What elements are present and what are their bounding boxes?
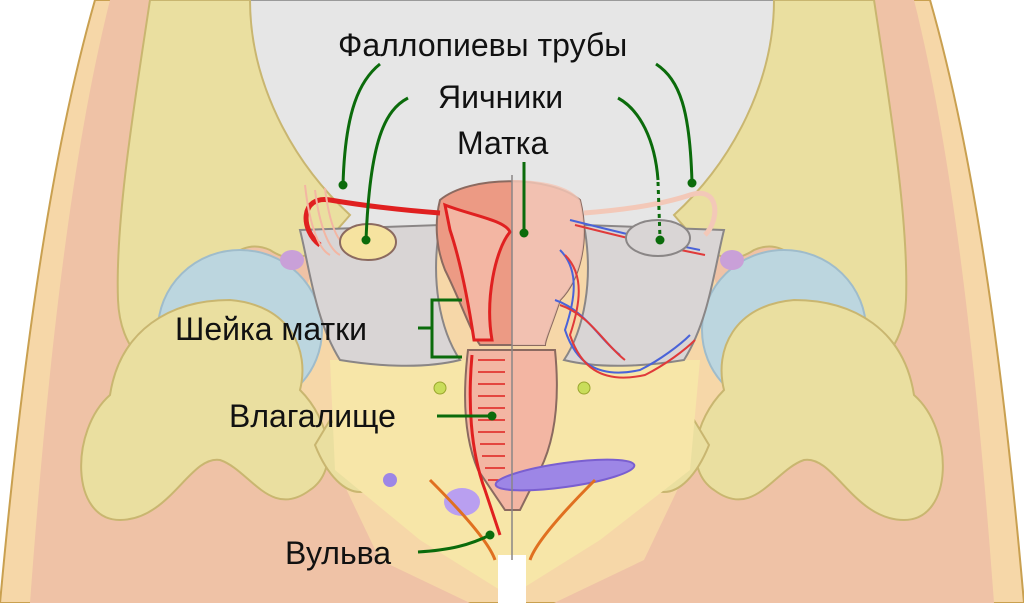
leader-tube-right-dot (687, 178, 697, 188)
broad-ligament-left (298, 223, 462, 367)
leader-tube-left-dot (338, 180, 348, 190)
fallopian-tube-right (583, 190, 718, 237)
fallopian-tube-left (303, 197, 441, 247)
leader-tube-left (341, 62, 381, 186)
round-ligament-right (720, 250, 744, 270)
femur-right (694, 298, 944, 522)
round-ligament-left (280, 250, 304, 270)
small-node-left (383, 473, 397, 487)
leader-vagina-dot (487, 411, 497, 421)
bulb-left (444, 488, 480, 516)
vagina-red-wall (468, 354, 502, 536)
leader-ovary-left (364, 96, 409, 241)
label-fallopian-tubes: Фаллопиевы трубы (338, 27, 628, 63)
femur-left (80, 298, 330, 522)
leader-uterus-dot (519, 228, 529, 238)
cervix-bracket (418, 298, 462, 359)
vagina-rugae (478, 359, 505, 481)
lymph-node-1 (433, 381, 447, 395)
leader-vulva (417, 533, 491, 554)
leader-ovary-left-dot (361, 235, 371, 245)
label-vagina: Влагалище (229, 398, 396, 434)
label-uterus: Матка (457, 125, 549, 161)
broad-ligament-right (562, 223, 726, 367)
uterus-right-half (512, 180, 584, 345)
label-vulva: Вульва (285, 535, 392, 571)
label-ovaries: Яичники (438, 79, 564, 115)
leader-vulva-dot (485, 530, 495, 540)
leader-ovary-right-dot (655, 235, 665, 245)
label-cervix: Шейка матки (175, 311, 368, 347)
leader-ovary-right (617, 96, 660, 181)
leader-tube-right (655, 62, 694, 184)
vulva-opening (498, 555, 526, 603)
vulva-shape (428, 478, 597, 561)
lymph-node-2 (577, 381, 591, 395)
uterine-cavity (442, 202, 512, 342)
clitoris (494, 458, 636, 492)
leader-ovary-right-dotted (656, 181, 662, 239)
